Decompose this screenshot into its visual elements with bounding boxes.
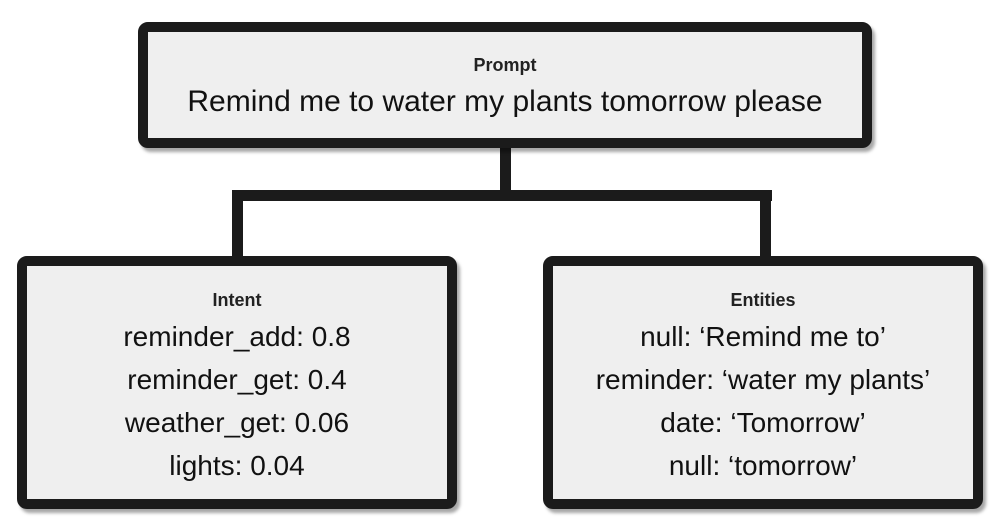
intent-item-lights: lights: 0.04 <box>169 450 305 481</box>
connector-crossbar <box>232 190 772 201</box>
intent-list: reminder_add: 0.8 reminder_get: 0.4 weat… <box>27 315 447 487</box>
entity-item-date: date: ‘Tomorrow’ <box>660 407 866 438</box>
intent-box: Intent reminder_add: 0.8 reminder_get: 0… <box>17 256 457 509</box>
prompt-text: Remind me to water my plants tomorrow pl… <box>187 85 823 118</box>
connector-stem <box>500 146 511 196</box>
intent-item-reminder-add: reminder_add: 0.8 <box>123 321 351 352</box>
prompt-box: Prompt Remind me to water my plants tomo… <box>138 22 872 148</box>
prompt-title: Prompt <box>473 55 537 75</box>
intent-title: Intent <box>212 290 262 310</box>
connector-right-drop <box>760 190 771 260</box>
entity-item-null-tomorrow: null: ‘tomorrow’ <box>668 450 858 481</box>
intent-item-weather-get: weather_get: 0.06 <box>124 407 350 438</box>
entities-box: Entities null: ‘Remind me to’ reminder: … <box>543 256 983 509</box>
entity-item-null-remind: null: ‘Remind me to’ <box>640 321 886 352</box>
entities-list: null: ‘Remind me to’ reminder: ‘water my… <box>553 315 973 487</box>
entity-item-reminder: reminder: ‘water my plants’ <box>595 364 931 395</box>
intent-item-reminder-get: reminder_get: 0.4 <box>127 364 347 395</box>
entities-title: Entities <box>730 290 796 310</box>
connector-left-drop <box>232 190 243 260</box>
